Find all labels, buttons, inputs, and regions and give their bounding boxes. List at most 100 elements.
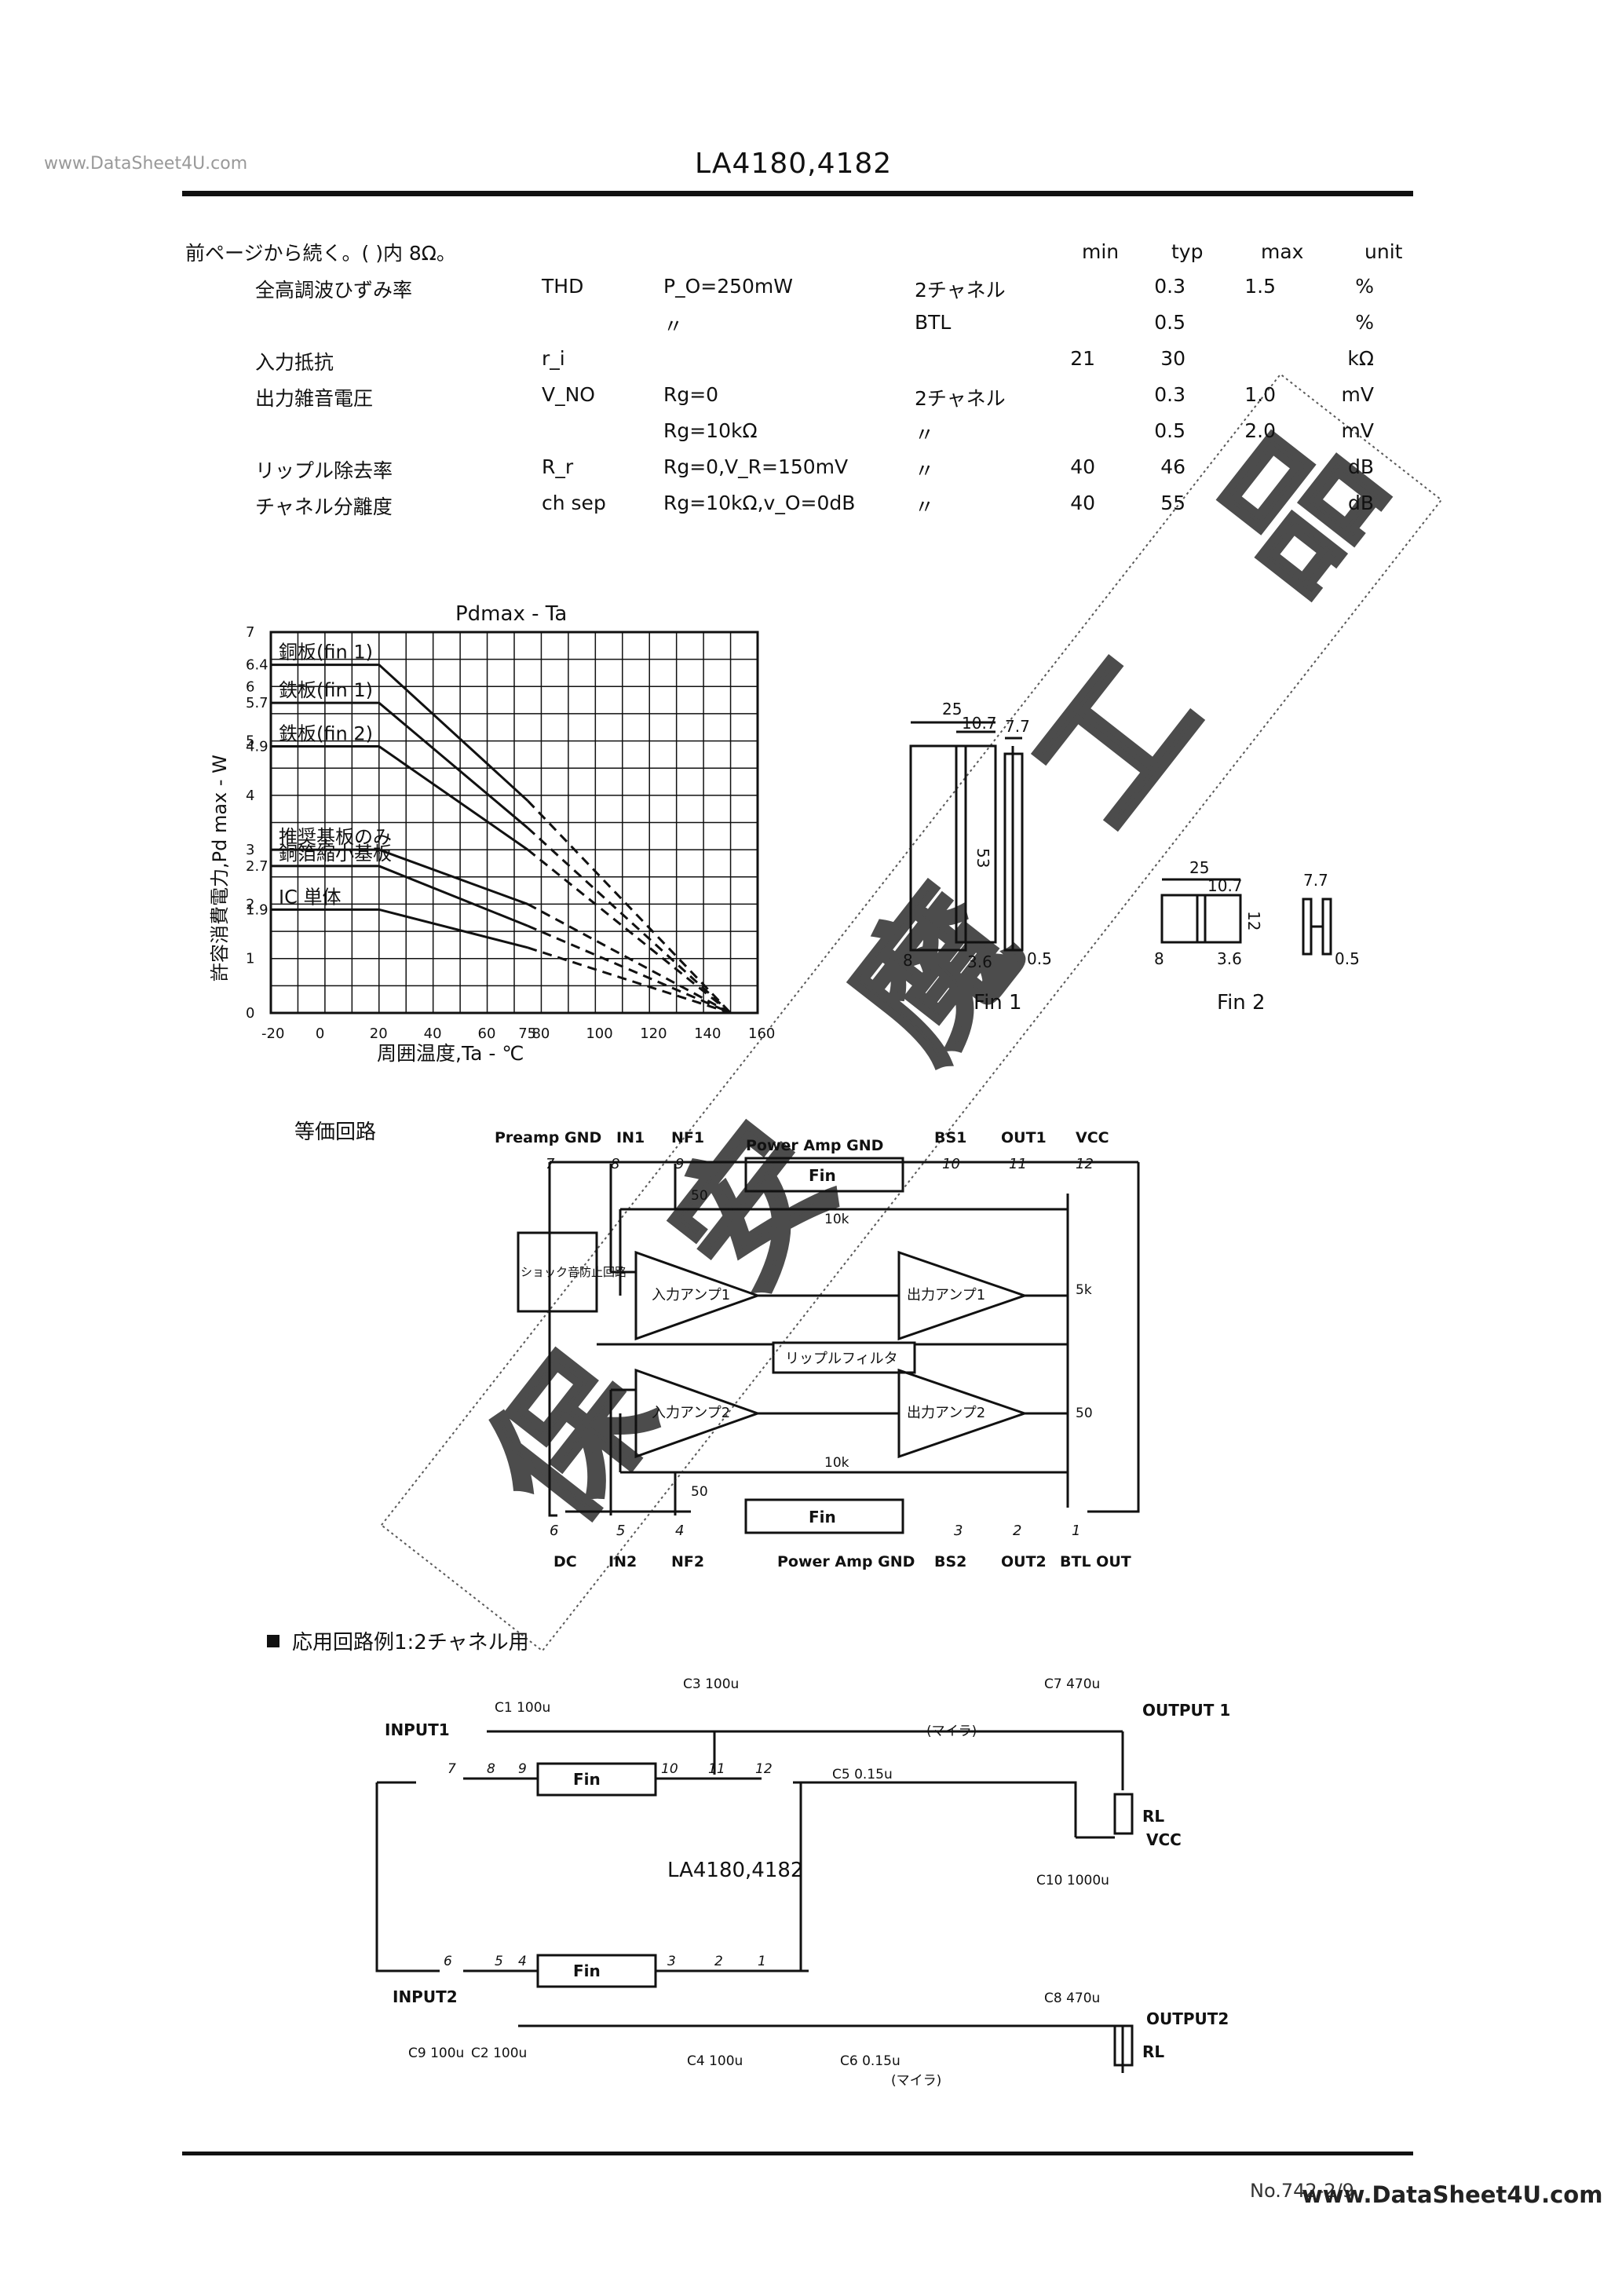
series-label: IC 単体 (279, 886, 341, 908)
pin-num-12: 12 (1076, 1156, 1094, 1172)
col-unit: unit (1364, 240, 1403, 263)
spec-typ: 46 (1160, 455, 1185, 478)
series-label: 鉄板(fin 2) (279, 723, 373, 745)
app-pin-5: 5 (495, 1954, 503, 1969)
app-pin-1: 1 (758, 1954, 766, 1969)
output2-label: OUTPUT2 (1146, 2009, 1229, 2028)
shock-block: ショック音防止回路 (521, 1265, 627, 1279)
app-fin-top: Fin (573, 1770, 601, 1789)
spec-max: 2.0 (1244, 419, 1276, 442)
spec-typ: 30 (1160, 347, 1185, 370)
spec-cond: Rg=0 (663, 383, 719, 406)
cap-c1: C1 100u (495, 1700, 550, 1716)
spec-unit: mV (1341, 419, 1374, 442)
chart-title: Pdmax - Ta (455, 602, 567, 626)
watermark-url: www.DataSheet4U.com (44, 154, 248, 174)
spec-param: チャネル分離度 (255, 495, 393, 518)
pin-num-8: 8 (611, 1156, 619, 1172)
fin1-label: Fin 1 (974, 991, 1022, 1015)
x-tick-label: 120 (640, 1026, 667, 1042)
pin-label-btl-out: BTL OUT (1060, 1553, 1131, 1570)
y-tick-label: 1.9 (246, 901, 269, 918)
page-number: No.742-2/9 (1250, 2180, 1354, 2202)
pin-label-bs1: BS1 (934, 1129, 966, 1146)
col-min: min (1082, 240, 1120, 263)
pin-num-10: 10 (942, 1156, 960, 1172)
in-amp-2: 入力アンプ2 (652, 1405, 730, 1421)
pin-num-9: 9 (675, 1156, 684, 1172)
pin-num-6: 6 (550, 1523, 558, 1539)
y-tick-label: 1 (246, 951, 254, 967)
in-amp-1: 入力アンプ1 (652, 1287, 730, 1303)
app-title: 応用回路例1:2チャネル用 (292, 1631, 529, 1654)
y-tick-label: 5 (246, 733, 254, 750)
fin2-dim-3-6: 3.6 (1217, 949, 1242, 968)
mylar-note-1: (マイラ) (926, 1724, 977, 1739)
cap-c10: C10 1000u (1036, 1873, 1109, 1888)
out-amp-1: 出力アンプ1 (907, 1287, 985, 1303)
spec-typ: 0.5 (1154, 419, 1185, 442)
x-tick-label: 40 (424, 1026, 442, 1042)
fin1-dim-7-7: 7.7 (1005, 717, 1030, 736)
input1-label: INPUT1 (385, 1720, 450, 1739)
mylar-note-2: (マイラ) (891, 2073, 941, 2089)
col-typ: typ (1171, 240, 1204, 263)
series-dash (527, 848, 732, 1015)
watermark-text: 保 安 魔 工 品 (458, 360, 1442, 1552)
fin2-dim-7-7: 7.7 (1303, 871, 1328, 890)
fin1-dim-3-6: 3.6 (967, 952, 992, 971)
spec-cond: 〃 (663, 315, 684, 338)
output1-label: OUTPUT 1 (1142, 1701, 1230, 1720)
spec-cond: Rg=10kΩ (663, 419, 758, 442)
pin-label-in1: IN1 (616, 1129, 645, 1146)
fin1-dim-53: 53 (974, 848, 992, 868)
series-label: 銅箔縮小基板 (279, 843, 392, 865)
input2-label: INPUT2 (393, 1987, 458, 2006)
pin-num-1: 1 (1072, 1523, 1080, 1539)
y-tick-label: 4.9 (246, 739, 269, 755)
spec-symbol: THD (542, 275, 584, 298)
spec-mode: 〃 (915, 423, 935, 446)
pin-label-out2: OUT2 (1001, 1553, 1047, 1570)
fin1-dim-25: 25 (942, 700, 962, 718)
y-tick-label: 6 (246, 678, 254, 695)
equivalent-circuit: 等価回路 Preamp GND IN1 NF1 Power Amp GND BS… (294, 1121, 1140, 1570)
spec-min: 21 (1070, 347, 1095, 370)
app-fin-bottom: Fin (573, 1961, 601, 1980)
series-dash (527, 946, 732, 1015)
y-tick-label: 4 (246, 788, 254, 804)
spec-cond: P_O=250mW (663, 275, 793, 298)
fin2-dim-0-5: 0.5 (1335, 949, 1360, 968)
series-line (271, 664, 529, 802)
series-label: 銅板(fin 1) (279, 642, 373, 664)
x-tick-label: 140 (694, 1026, 721, 1042)
ripple-filter: リップルフィルタ (785, 1351, 898, 1367)
res-50-bottom: 50 (691, 1484, 708, 1500)
spec-max: 1.0 (1244, 383, 1276, 406)
series-dash (527, 827, 732, 1015)
spec-typ: 0.5 (1154, 311, 1185, 334)
spec-mode: 2チャネル (915, 279, 1006, 302)
section-bullet (267, 1635, 279, 1647)
app-pin-10: 10 (661, 1761, 678, 1777)
cap-c4: C4 100u (687, 2053, 743, 2069)
top-rule (182, 191, 1413, 196)
footer-site: www.DataSheet4U.com (1302, 2181, 1603, 2208)
series-line (271, 701, 529, 829)
res-5k: 5k (1076, 1282, 1092, 1298)
fin1-dim-0-5: 0.5 (1027, 949, 1052, 968)
cap-c5: C5 0.15u (832, 1767, 893, 1782)
cap-c9: C9 100u (408, 2046, 464, 2061)
cap-c7: C7 470u (1044, 1676, 1100, 1692)
chart-series: 銅板(fin 1)鉄板(fin 1)鉄板(fin 2)推奨基板のみ銅箔縮小基板I… (271, 642, 732, 1015)
pin-num-4: 4 (675, 1523, 684, 1539)
res-50-mid: 50 (1076, 1406, 1093, 1421)
app-pin-11: 11 (708, 1761, 725, 1777)
spec-cond: Rg=0,V_R=150mV (663, 455, 849, 478)
spec-typ: 55 (1160, 492, 1185, 514)
fin1-dim-8: 8 (903, 951, 913, 970)
chart-xlabel: 周囲温度,Ta - ℃ (377, 1042, 524, 1065)
pin-label-preamp-gnd: Preamp GND (495, 1129, 601, 1146)
app-pin-4: 4 (518, 1954, 527, 1969)
